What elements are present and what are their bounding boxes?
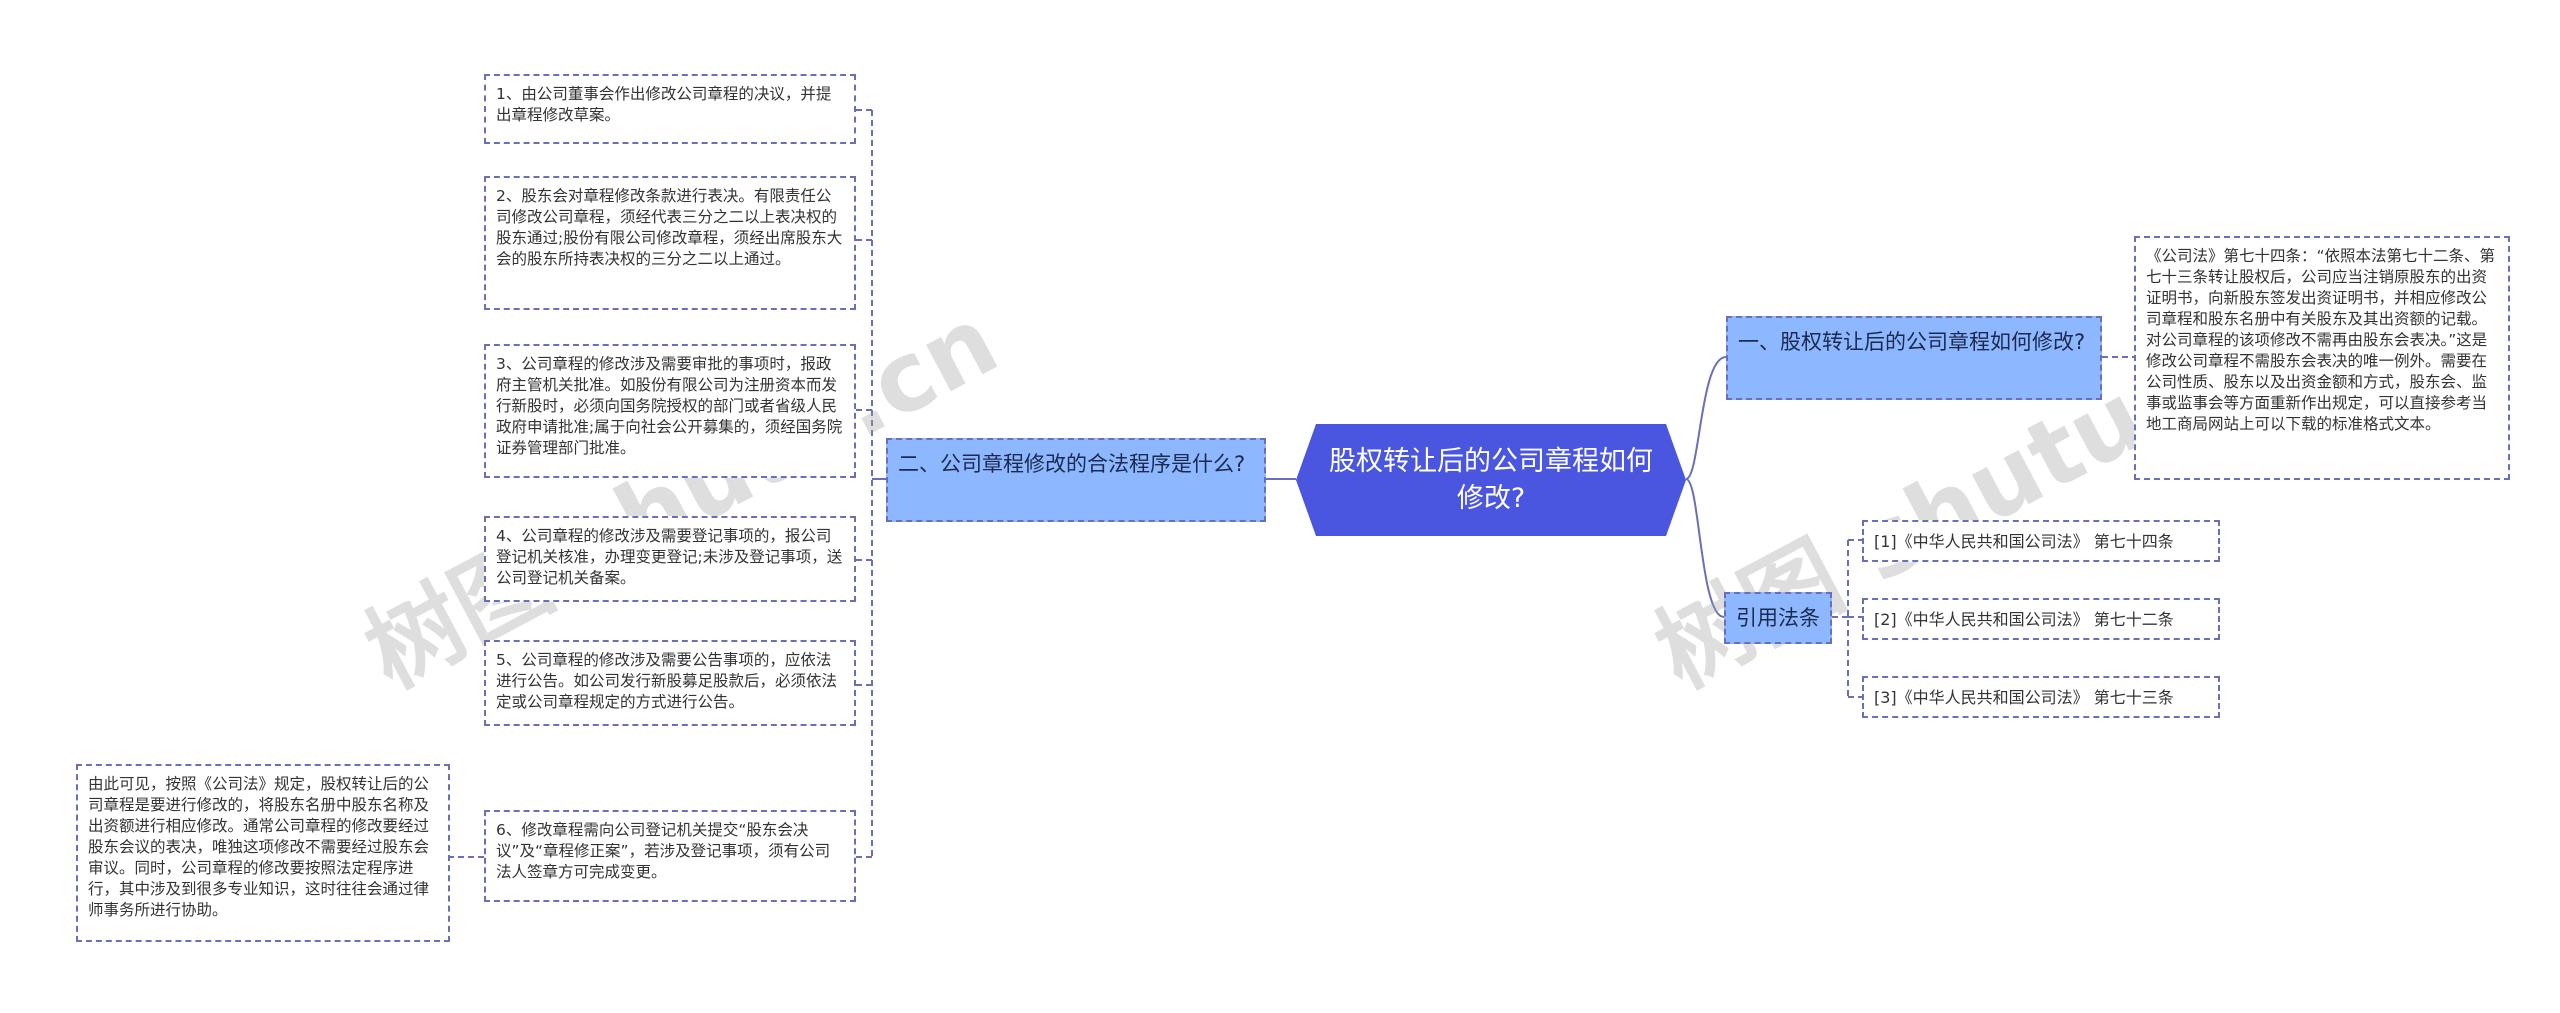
law-reference-1[interactable]: [1]《中华人民共和国公司法》 第七十四条 — [1862, 520, 2220, 562]
list-item-step-5[interactable]: 5、公司章程的修改涉及需要公告事项的，应依法进行公告。如公司发行新股募足股款后，… — [484, 640, 856, 726]
list-item-step-6[interactable]: 6、修改章程需向公司登记机关提交“股东会决议”及“章程修正案”，若涉及登记事项，… — [484, 810, 856, 902]
list-item-step-4[interactable]: 4、公司章程的修改涉及需要登记事项的，报公司登记机关核准，办理变更登记;未涉及登… — [484, 516, 856, 602]
central-topic-shape — [1296, 424, 1686, 536]
central-topic[interactable]: 股权转让后的公司章程如何修改? — [1296, 424, 1686, 536]
list-item-step-1[interactable]: 1、由公司董事会作出修改公司章程的决议，并提出章程修改草案。 — [484, 74, 856, 144]
central-topic-label: 股权转让后的公司章程如何修改? — [1329, 446, 1653, 514]
connector-center-right2 — [1685, 478, 1725, 618]
branch-how-to-modify[interactable]: 一、股权转让后的公司章程如何修改? — [1726, 316, 2102, 400]
list-item-step-2[interactable]: 2、股东会对章程修改条款进行表决。有限责任公司修改公司章程，须经代表三分之二以上… — [484, 176, 856, 310]
list-item-step-3[interactable]: 3、公司章程的修改涉及需要审批的事项时，报政府主管机关批准。如股份有限公司为注册… — [484, 344, 856, 478]
law-reference-2[interactable]: [2]《中华人民共和国公司法》 第七十二条 — [1862, 598, 2220, 640]
connector-center-right1 — [1685, 356, 1727, 480]
law-reference-3[interactable]: [3]《中华人民共和国公司法》 第七十三条 — [1862, 676, 2220, 718]
law-detail-note[interactable]: 《公司法》第七十四条：“依照本法第七十二条、第七十三条转让股权后，公司应当注销原… — [2134, 236, 2510, 480]
branch-legal-procedure[interactable]: 二、公司章程修改的合法程序是什么? — [886, 438, 1266, 522]
summary-note[interactable]: 由此可见，按照《公司法》规定，股权转让后的公司章程是要进行修改的，将股东名册中股… — [76, 764, 450, 942]
branch-cited-laws[interactable]: 引用法条 — [1724, 592, 1832, 644]
